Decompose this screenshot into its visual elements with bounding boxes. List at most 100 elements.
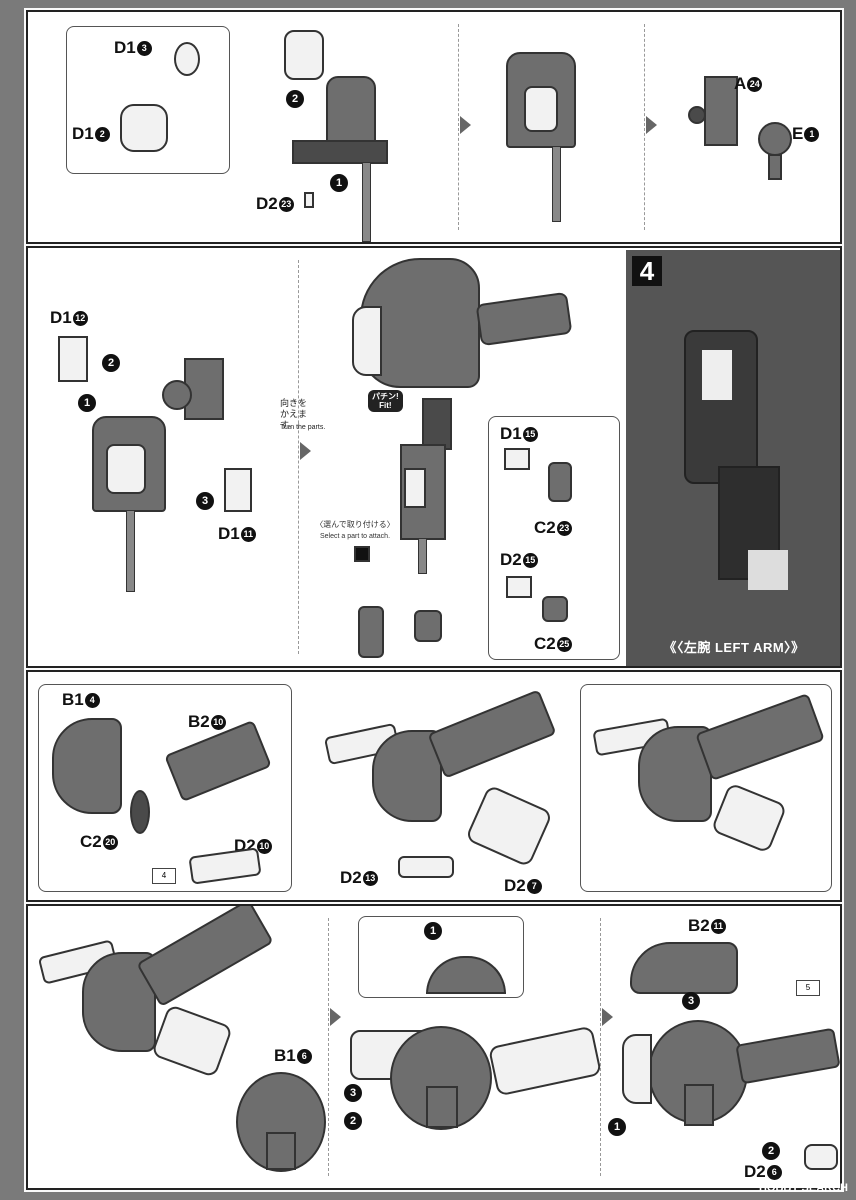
- part-b1-6-block: [266, 1132, 296, 1170]
- step-3-marker: 3: [344, 1084, 362, 1102]
- part-row4-clear-fin: [487, 1025, 603, 1097]
- arrow-next: [330, 1008, 341, 1026]
- step-3-marker: 3: [682, 992, 700, 1010]
- marker-ref-5: 5: [796, 980, 820, 996]
- photo-left-arm: 4 《〈左腕 LEFT ARM〉》: [626, 250, 840, 666]
- step-1-marker: 1: [78, 394, 96, 412]
- photo-hand: [748, 550, 788, 590]
- watermark: HOBBY SEARCH: [758, 1182, 848, 1194]
- arrow-next: [460, 116, 471, 134]
- step-2-marker: 2: [102, 354, 120, 372]
- part-e1-stem: [768, 154, 782, 180]
- part-upper-arm-peg: [126, 510, 135, 592]
- divider: [328, 918, 329, 1176]
- part-d2-23-pin: [304, 192, 314, 208]
- part-joint-base: [292, 140, 388, 164]
- part-final-fin: [735, 1027, 840, 1085]
- part-row4-clear: [150, 1003, 234, 1079]
- part-forearm-front: [352, 306, 382, 376]
- part-final-block: [684, 1084, 714, 1126]
- divider: [600, 918, 601, 1176]
- arrow-next: [602, 1008, 613, 1026]
- photo-step-number: 4: [632, 256, 662, 286]
- part-shoulder-ball: [162, 380, 192, 410]
- part-c2-20-disc: [130, 790, 150, 834]
- select-note-jp: 〈選んで取り付ける〉: [315, 520, 395, 529]
- part-c2-23-hand: [548, 462, 572, 502]
- part-row4-center-block: [426, 1086, 458, 1128]
- part-e1-ball-joint: [758, 122, 792, 156]
- divider: [644, 24, 645, 230]
- part-a24-bracket: [704, 76, 738, 146]
- step-1-marker: 1: [424, 922, 442, 940]
- turn-note-en: Turn the parts.: [280, 424, 326, 431]
- part-d1-11-piece: [224, 468, 252, 512]
- step-2-marker: 2: [344, 1112, 362, 1130]
- part-hand-fist: [414, 610, 442, 642]
- marker-ref-4: 4: [152, 868, 176, 884]
- part-d1-12-cap: [58, 336, 88, 382]
- step-1-marker: 1: [608, 1118, 626, 1136]
- divider: [458, 24, 459, 230]
- part-clear-cylinder: [284, 30, 324, 80]
- part-assembled-fin: [427, 689, 557, 779]
- step-3-marker: 3: [196, 492, 214, 510]
- select-icon: [354, 546, 370, 562]
- part-row4-frame: [82, 952, 156, 1052]
- photo-caption: 《〈左腕 LEFT ARM〉》: [663, 640, 805, 655]
- part-d1-15-piece: [504, 448, 530, 470]
- part-hand-open: [358, 606, 384, 658]
- part-peg-rotated: [552, 146, 561, 222]
- turn-note-jp: 向きを かえます。: [280, 398, 308, 430]
- arrow-next: [646, 116, 657, 134]
- step-2-marker: 2: [286, 90, 304, 108]
- part-forearm-fin: [475, 291, 573, 347]
- arrow-next: [300, 442, 311, 460]
- part-d2-13-clear: [398, 856, 454, 878]
- part-arm-peg: [418, 538, 427, 574]
- part-arm-white: [404, 468, 426, 508]
- part-d1-2-cylinder: [120, 104, 168, 152]
- select-note-en: Select a part to attach.: [319, 533, 391, 540]
- part-cylinder-rotated: [524, 86, 558, 132]
- divider: [298, 260, 299, 654]
- part-final-front: [622, 1034, 652, 1104]
- part-d2-6-piece: [804, 1144, 838, 1170]
- part-d2-15-piece: [506, 576, 532, 598]
- part-d2-7-clear: [464, 784, 554, 868]
- part-d1-3-disc: [174, 42, 200, 76]
- part-assembled-frame: [372, 730, 442, 822]
- part-wrist-joint: [422, 398, 452, 450]
- part-c2-25-fist: [542, 596, 568, 622]
- step-2-marker: 2: [762, 1142, 780, 1160]
- part-upper-arm-cylinder: [106, 444, 146, 494]
- part-ball: [688, 106, 706, 124]
- step-1-marker: 1: [330, 174, 348, 192]
- fit-bubble: パチン!Fit!: [368, 390, 403, 412]
- part-b1-4-frame: [52, 718, 122, 814]
- photo-arm-white: [702, 350, 732, 400]
- part-row4-fin: [136, 906, 274, 1008]
